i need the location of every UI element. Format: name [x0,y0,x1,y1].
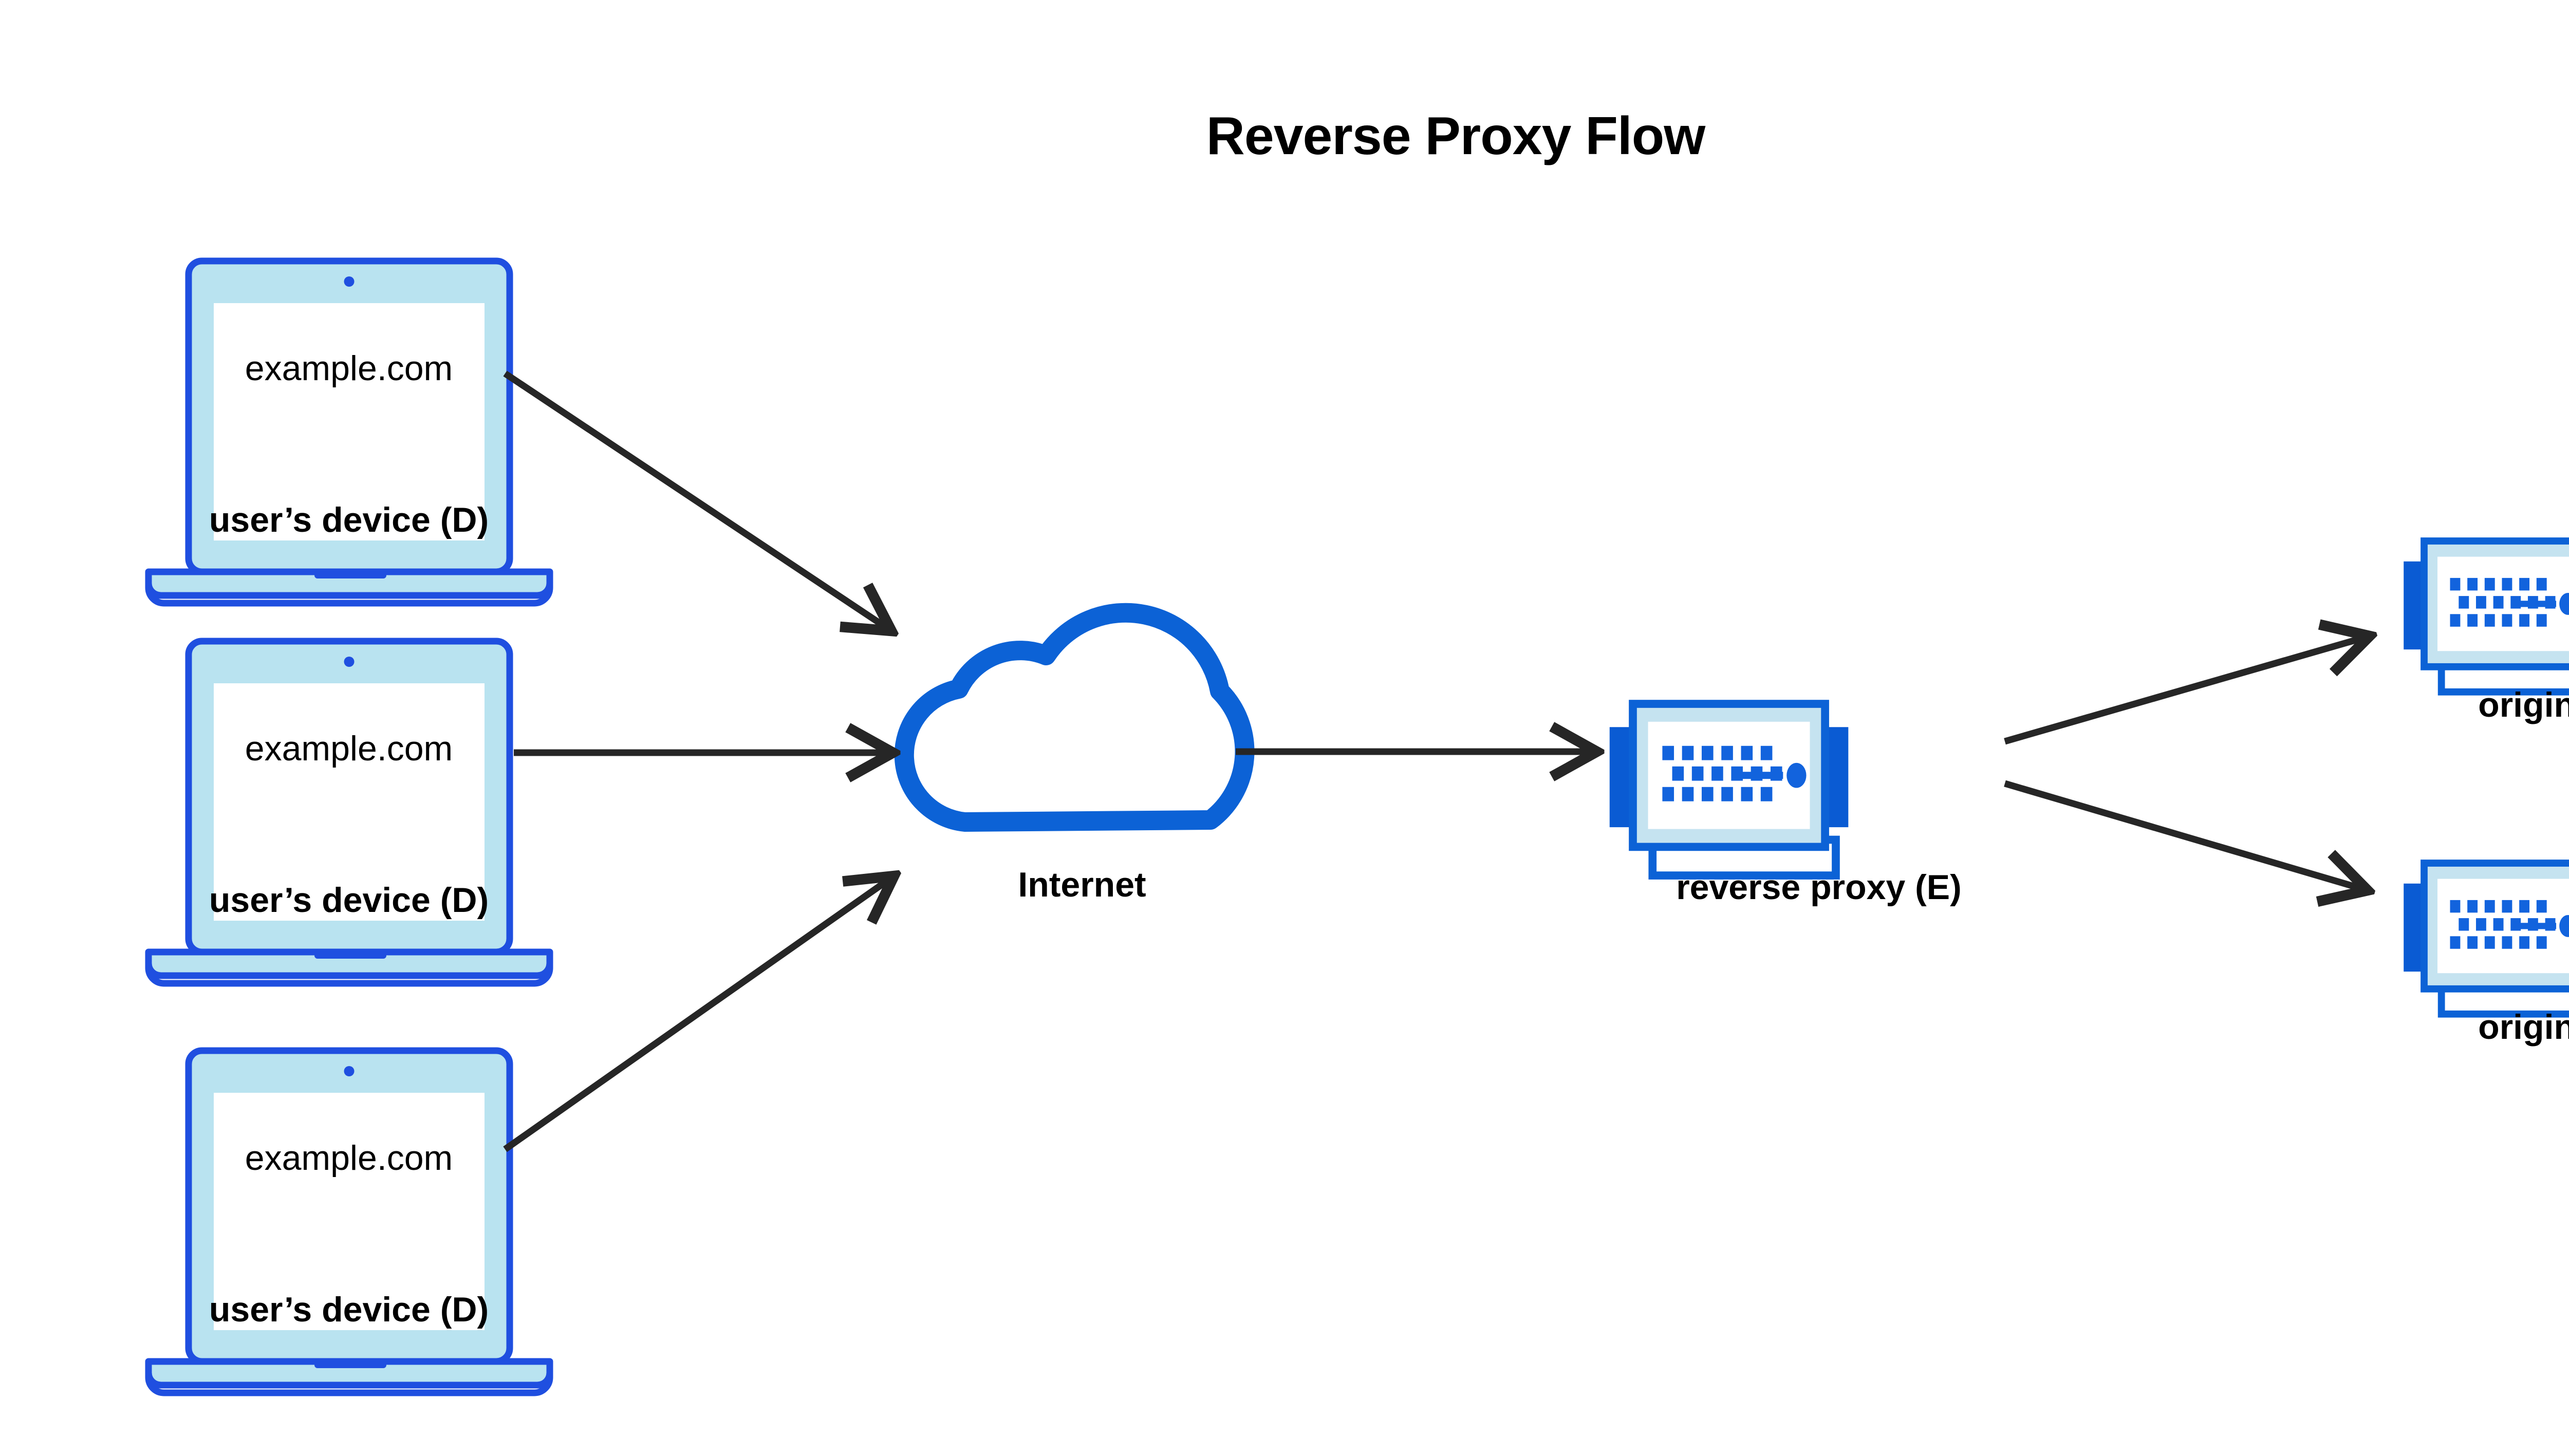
laptop-icon [148,641,550,983]
page-title: Reverse Proxy Flow [1206,106,1706,166]
reverse-proxy-label: reverse proxy (E) [1676,868,1962,907]
edge-reverse-proxy-to-origin-bottom [2004,780,2368,890]
connector-layer [503,370,2370,1152]
reverse-proxy-node[interactable]: reverse proxy (E) [1610,704,1962,907]
laptop-icon [148,1051,550,1393]
origin-server-label: origin server (F) [2478,1007,2569,1047]
origin-server-node-bottom[interactable]: origin server (F) [2404,863,2569,1047]
device-screen-url: example.com [245,349,453,388]
device-node-middle[interactable]: example.com user’s device (D) [148,641,550,983]
server-icon [2404,863,2569,1014]
device-label: user’s device (D) [209,1290,489,1329]
internet-label: Internet [1018,865,1146,904]
device-node-top[interactable]: example.com user’s device (D) [148,261,550,603]
origin-server-node-top[interactable]: origin server (F) [2404,541,2569,724]
device-label: user’s device (D) [209,500,489,539]
origin-server-label: origin server (F) [2478,685,2569,724]
device-screen-url: example.com [245,1138,453,1178]
device-node-bottom[interactable]: example.com user’s device (D) [148,1051,550,1393]
server-icon [2404,541,2569,692]
edge-device-bottom-to-internet [503,876,894,1152]
internet-node[interactable]: Internet [894,603,1255,904]
device-label: user’s device (D) [209,881,489,920]
edge-reverse-proxy-to-origin-top [2004,636,2370,745]
edge-device-top-to-internet [503,370,891,631]
laptop-icon [148,261,550,603]
cloud-icon [894,603,1255,832]
device-screen-url: example.com [245,729,453,768]
server-icon [1610,704,1849,875]
